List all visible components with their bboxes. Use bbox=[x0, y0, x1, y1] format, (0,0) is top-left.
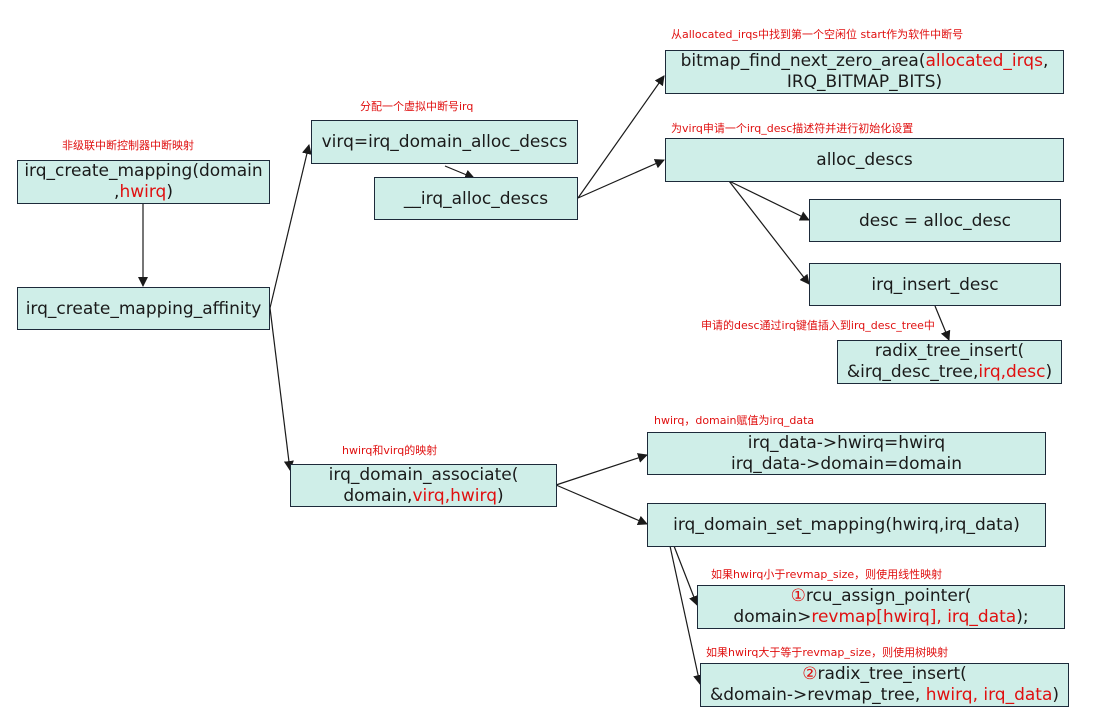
note-alloc-desc: 为virq申请一个irq_desc描述符并进行初始化设置 bbox=[671, 122, 914, 135]
note-cascade: 非级联中断控制器中断映射 bbox=[62, 139, 194, 152]
arrow-domain-alloc-to-irq-alloc bbox=[444, 165, 475, 180]
node-text: virq=irq_domain_alloc_descs bbox=[321, 132, 568, 152]
node-text: &irq_desc_tree, bbox=[846, 362, 979, 382]
node-text: alloc_descs bbox=[816, 150, 913, 170]
note-assign: hwirq，domain赋值为irq_data bbox=[654, 414, 815, 427]
node-text: irq_data->domain=domain bbox=[731, 453, 962, 474]
node-text: irq_data->hwirq=hwirq bbox=[747, 432, 946, 453]
node-irq-domain-alloc-descs: virq=irq_domain_alloc_descs bbox=[311, 120, 578, 164]
arrow-insert-desc-to-radix bbox=[934, 305, 951, 341]
node-text: ) bbox=[166, 182, 173, 202]
node-text-highlight: revmap[hwirq], irq_data bbox=[811, 607, 1017, 627]
node-irq-create-mapping: irq_create_mapping(domain ,hwirq) bbox=[17, 160, 270, 204]
node-text-highlight: virq,hwirq bbox=[412, 485, 497, 506]
node-text: rcu_assign_pointer( bbox=[805, 586, 972, 606]
arrow-set-mapping-to-rcu bbox=[673, 545, 699, 606]
node-text: domain, bbox=[343, 485, 413, 506]
node-irq-domain-set-mapping: irq_domain_set_mapping(hwirq,irq_data) bbox=[647, 503, 1046, 547]
node-text-highlight: hwirq bbox=[119, 182, 167, 202]
node-text: , bbox=[114, 182, 120, 202]
arrow-alloc-descs-to-alloc-desc bbox=[728, 180, 810, 221]
node-text: , bbox=[1042, 51, 1049, 71]
node-text-highlight: allocated_irqs bbox=[925, 51, 1043, 71]
note-insert-tree: 申请的desc通过irq键值插入到irq_desc_tree中 bbox=[701, 319, 935, 332]
arrow-set-mapping-to-radix-revmap bbox=[669, 545, 703, 685]
node-text: radix_tree_insert( bbox=[874, 341, 1025, 361]
node-text: irq_create_mapping_affinity bbox=[25, 298, 262, 319]
note-tree: 如果hwirq大于等于revmap_size，则使用树映射 bbox=[706, 646, 949, 659]
note-associate: hwirq和virq的映射 bbox=[342, 444, 438, 457]
node-radix-tree-insert-desc: radix_tree_insert( &irq_desc_tree,irq,de… bbox=[837, 340, 1062, 384]
arrow-alloc-descs-to-insert-desc bbox=[728, 180, 810, 285]
node-text-highlight: hwirq, irq_data bbox=[925, 685, 1053, 705]
node-text: desc = alloc_desc bbox=[858, 210, 1012, 231]
node-irq-alloc-descs: __irq_alloc_descs bbox=[374, 177, 578, 220]
node-text: irq_create_mapping(domain bbox=[24, 161, 263, 181]
node-text: IRQ_BITMAP_BITS) bbox=[786, 72, 943, 92]
node-text: bitmap_find_next_zero_area( bbox=[680, 51, 926, 71]
node-text: ) bbox=[1045, 362, 1053, 382]
arrow-affinity-to-associate bbox=[269, 307, 294, 471]
arrow-associate-to-set-mapping bbox=[555, 484, 648, 526]
circled-number-2: ② bbox=[802, 664, 818, 684]
circled-number-1: ① bbox=[790, 586, 806, 606]
node-text: domain> bbox=[733, 607, 812, 627]
node-text: ) bbox=[1052, 685, 1060, 705]
arrow-associate-to-irq-data bbox=[555, 453, 648, 486]
note-alloc-virq: 分配一个虚拟中断号irq bbox=[360, 100, 474, 113]
arrow-irq-alloc-to-bitmap bbox=[577, 75, 665, 199]
node-text: ); bbox=[1016, 607, 1029, 627]
node-text: irq_domain_set_mapping(hwirq,irq_data) bbox=[673, 515, 1020, 535]
node-irq-insert-desc: irq_insert_desc bbox=[809, 263, 1061, 306]
node-irq-domain-associate: irq_domain_associate( domain,virq,hwirq) bbox=[290, 464, 557, 507]
arrow-affinity-to-alloc-descs bbox=[269, 144, 312, 309]
node-text: &domain->revmap_tree, bbox=[709, 685, 926, 705]
node-text: __irq_alloc_descs bbox=[403, 188, 549, 209]
node-alloc-desc: desc = alloc_desc bbox=[809, 199, 1061, 242]
node-bitmap-find-next-zero-area: bitmap_find_next_zero_area(allocated_irq… bbox=[665, 50, 1064, 94]
node-irq-create-mapping-affinity: irq_create_mapping_affinity bbox=[17, 287, 270, 330]
note-linear: 如果hwirq小于revmap_size，则使用线性映射 bbox=[711, 568, 943, 581]
note-bitmap: 从allocated_irqs中找到第一个空闲位 start作为软件中断号 bbox=[671, 28, 964, 41]
node-text: irq_domain_associate( bbox=[328, 464, 519, 485]
node-text: irq_insert_desc bbox=[871, 274, 999, 295]
node-radix-tree-insert-revmap: ②radix_tree_insert( &domain->revmap_tree… bbox=[700, 663, 1069, 707]
arrow-irq-alloc-to-alloc-descs bbox=[577, 159, 665, 199]
node-alloc-descs: alloc_descs bbox=[665, 138, 1064, 182]
node-rcu-assign-pointer: ①rcu_assign_pointer( domain>revmap[hwirq… bbox=[697, 585, 1065, 629]
node-text: ) bbox=[497, 485, 504, 506]
node-irq-data-assign: irq_data->hwirq=hwirq irq_data->domain=d… bbox=[647, 432, 1046, 475]
node-text-highlight: irq,desc bbox=[978, 362, 1046, 382]
node-text: radix_tree_insert( bbox=[817, 664, 967, 684]
